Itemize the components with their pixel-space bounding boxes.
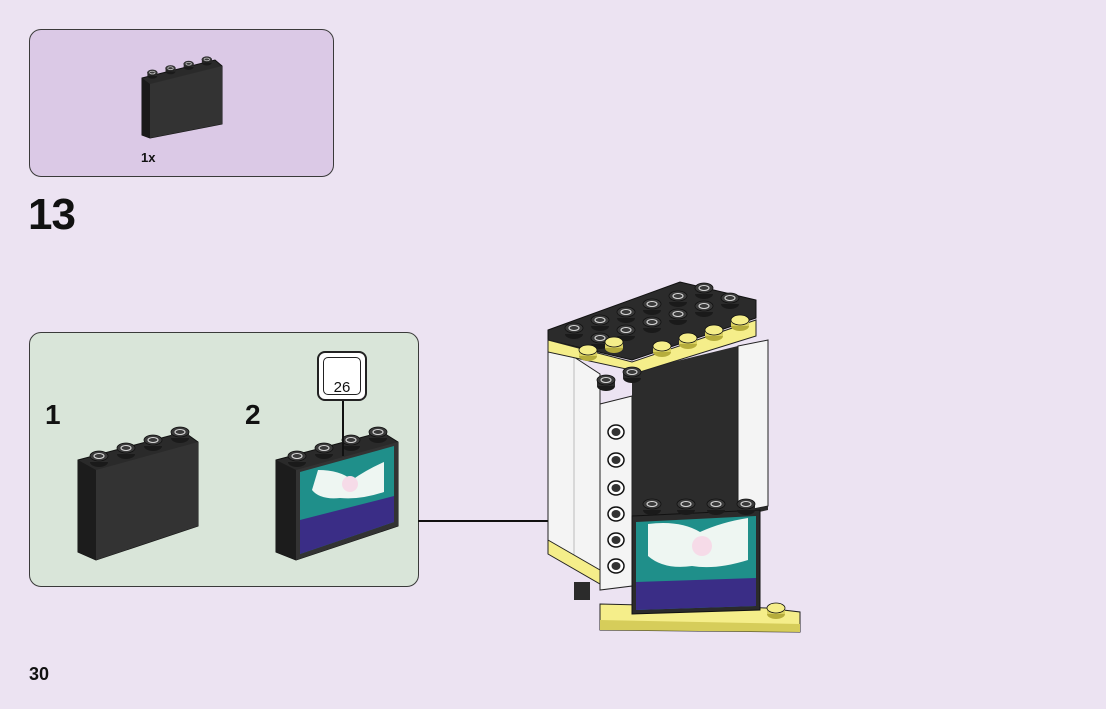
substep-1-panel [77, 426, 199, 561]
part-quantity: 1x [141, 150, 156, 165]
substep-number-1: 1 [45, 399, 61, 430]
sticker-callout: 26 [317, 351, 367, 401]
substep-number-2: 2 [245, 399, 261, 430]
main-model [547, 281, 801, 633]
step-number: 13 [28, 190, 76, 239]
page-number: 30 [29, 664, 50, 684]
substep-2-panel [275, 401, 399, 561]
sticker-icon [323, 357, 361, 395]
sticker-number: 26 [333, 379, 351, 396]
panel-part-icon [141, 56, 223, 139]
